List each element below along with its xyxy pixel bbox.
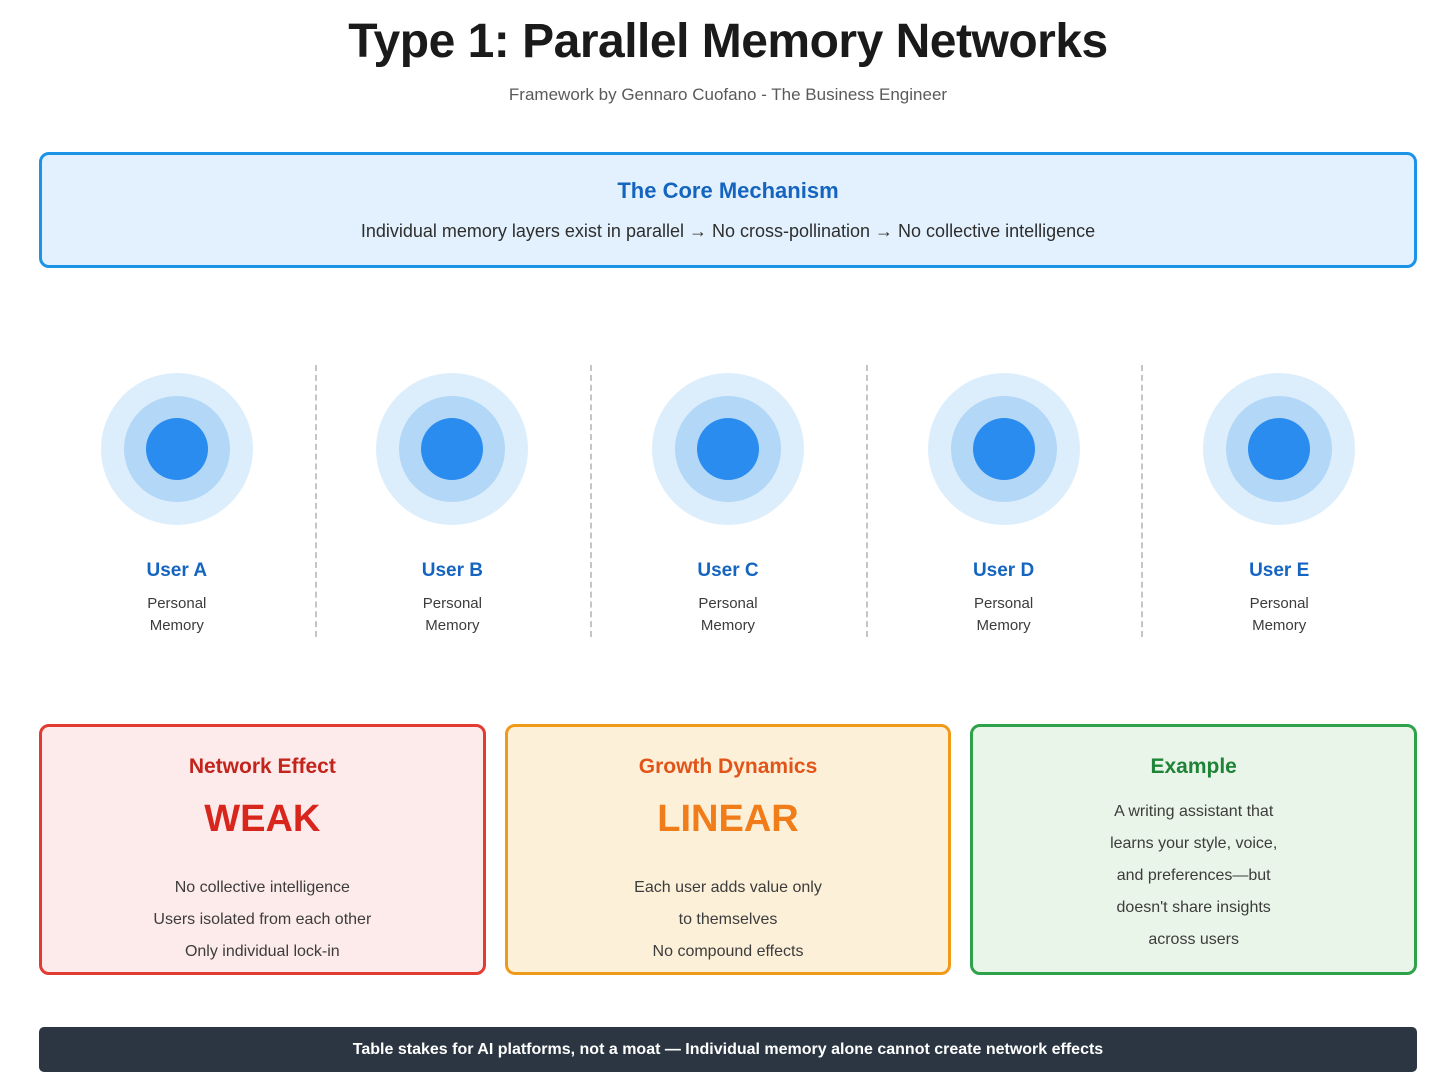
user-sublabel: Personal Memory	[423, 593, 482, 637]
card-value: LINEAR	[657, 798, 799, 840]
card-description-line: A writing assistant that	[1114, 803, 1274, 820]
user-sublabel-line-2: Memory	[425, 616, 480, 634]
user-label: User C	[697, 560, 759, 581]
core-mechanism-title: The Core Mechanism	[617, 178, 839, 203]
card-description-line: Only individual lock-in	[184, 943, 340, 960]
card-growth-dynamics: Growth Dynamics LINEAR Each user adds va…	[504, 724, 952, 975]
page-header: Type 1: Parallel Memory Networks Framewo…	[0, 0, 1456, 105]
ring-core-shape	[421, 418, 484, 480]
card-description-line: and preferences—but	[1116, 867, 1271, 884]
core-mechanism-description: Individual memory layers exist in parall…	[360, 221, 1096, 241]
ring-core-shape	[696, 418, 759, 480]
user-sublabel-line-1: Personal	[147, 595, 207, 612]
card-description-line: doesn't share insights	[1116, 899, 1271, 916]
card-title: Example	[1150, 755, 1237, 778]
user-sublabel-line-1: Personal	[1249, 595, 1309, 612]
summary-banner: Table stakes for AI platforms, not a moa…	[39, 1027, 1417, 1072]
user-sublabel-line-1: Personal	[973, 595, 1034, 612]
attribute-cards-row: Network Effect WEAK No collective intell…	[39, 724, 1418, 975]
card-title: Growth Dynamics	[638, 755, 818, 778]
card-description-line: Users isolated from each other	[153, 911, 372, 928]
card-description-line: No compound effects	[652, 943, 804, 960]
card-title: Network Effect	[188, 755, 336, 778]
card-description-line: No collective intelligence	[174, 879, 350, 896]
page-title: Type 1: Parallel Memory Networks	[348, 15, 1108, 68]
card-description-line: across users	[1148, 931, 1240, 948]
user-label: User D	[972, 560, 1035, 581]
card-description-line: Each user adds value only	[634, 879, 822, 896]
user-column-d: User D Personal Memory	[865, 360, 1142, 640]
summary-banner-text: Table stakes for AI platforms, not a moa…	[352, 1040, 1104, 1058]
card-description-line: learns your style, voice,	[1110, 835, 1278, 852]
ring-core-shape	[972, 418, 1035, 480]
user-sublabel-line-2: Memory	[976, 616, 1031, 634]
page-subtitle: Framework by Gennaro Cuofano - The Busin…	[508, 85, 948, 104]
ring-core-shape	[1248, 418, 1311, 480]
card-description: A writing assistant that learns your sty…	[1110, 796, 1277, 956]
user-sublabel-line-2: Memory	[700, 616, 756, 634]
user-sublabel-line-2: Memory	[1252, 616, 1307, 634]
user-column-b: User B Personal Memory	[314, 360, 591, 640]
card-network-effect: Network Effect WEAK No collective intell…	[39, 724, 486, 975]
user-sublabel: Personal Memory	[147, 593, 206, 637]
user-sublabel: Personal Memory	[698, 593, 757, 637]
user-sublabel-line-1: Personal	[422, 595, 482, 612]
ring-core-shape	[145, 418, 208, 480]
user-label: User E	[1249, 560, 1310, 581]
card-value: WEAK	[204, 798, 321, 840]
users-row: User A Personal Memory User B Personal M…	[39, 360, 1417, 640]
user-sublabel-line-2: Memory	[149, 616, 204, 634]
user-label: User A	[146, 560, 208, 581]
user-column-a: User A Personal Memory	[39, 360, 315, 640]
memory-rings-icon	[651, 373, 804, 525]
card-description-line: to themselves	[678, 911, 778, 928]
user-sublabel: Personal Memory	[974, 593, 1033, 637]
user-column-e: User E Personal Memory	[1141, 360, 1417, 640]
memory-rings-icon	[100, 373, 253, 525]
card-description: Each user adds value only to themselves …	[634, 872, 822, 968]
core-mechanism-callout: The Core Mechanism Individual memory lay…	[39, 152, 1417, 268]
card-example: Example A writing assistant that learns …	[970, 724, 1418, 975]
card-description: No collective intelligence Users isolate…	[153, 872, 371, 968]
user-sublabel: Personal Memory	[1250, 593, 1309, 637]
user-sublabel-line-1: Personal	[698, 595, 758, 612]
memory-rings-icon	[1203, 373, 1356, 525]
user-label: User B	[421, 560, 484, 581]
memory-rings-icon	[376, 373, 529, 525]
memory-rings-icon	[927, 373, 1080, 525]
user-column-c: User C Personal Memory	[590, 360, 866, 640]
